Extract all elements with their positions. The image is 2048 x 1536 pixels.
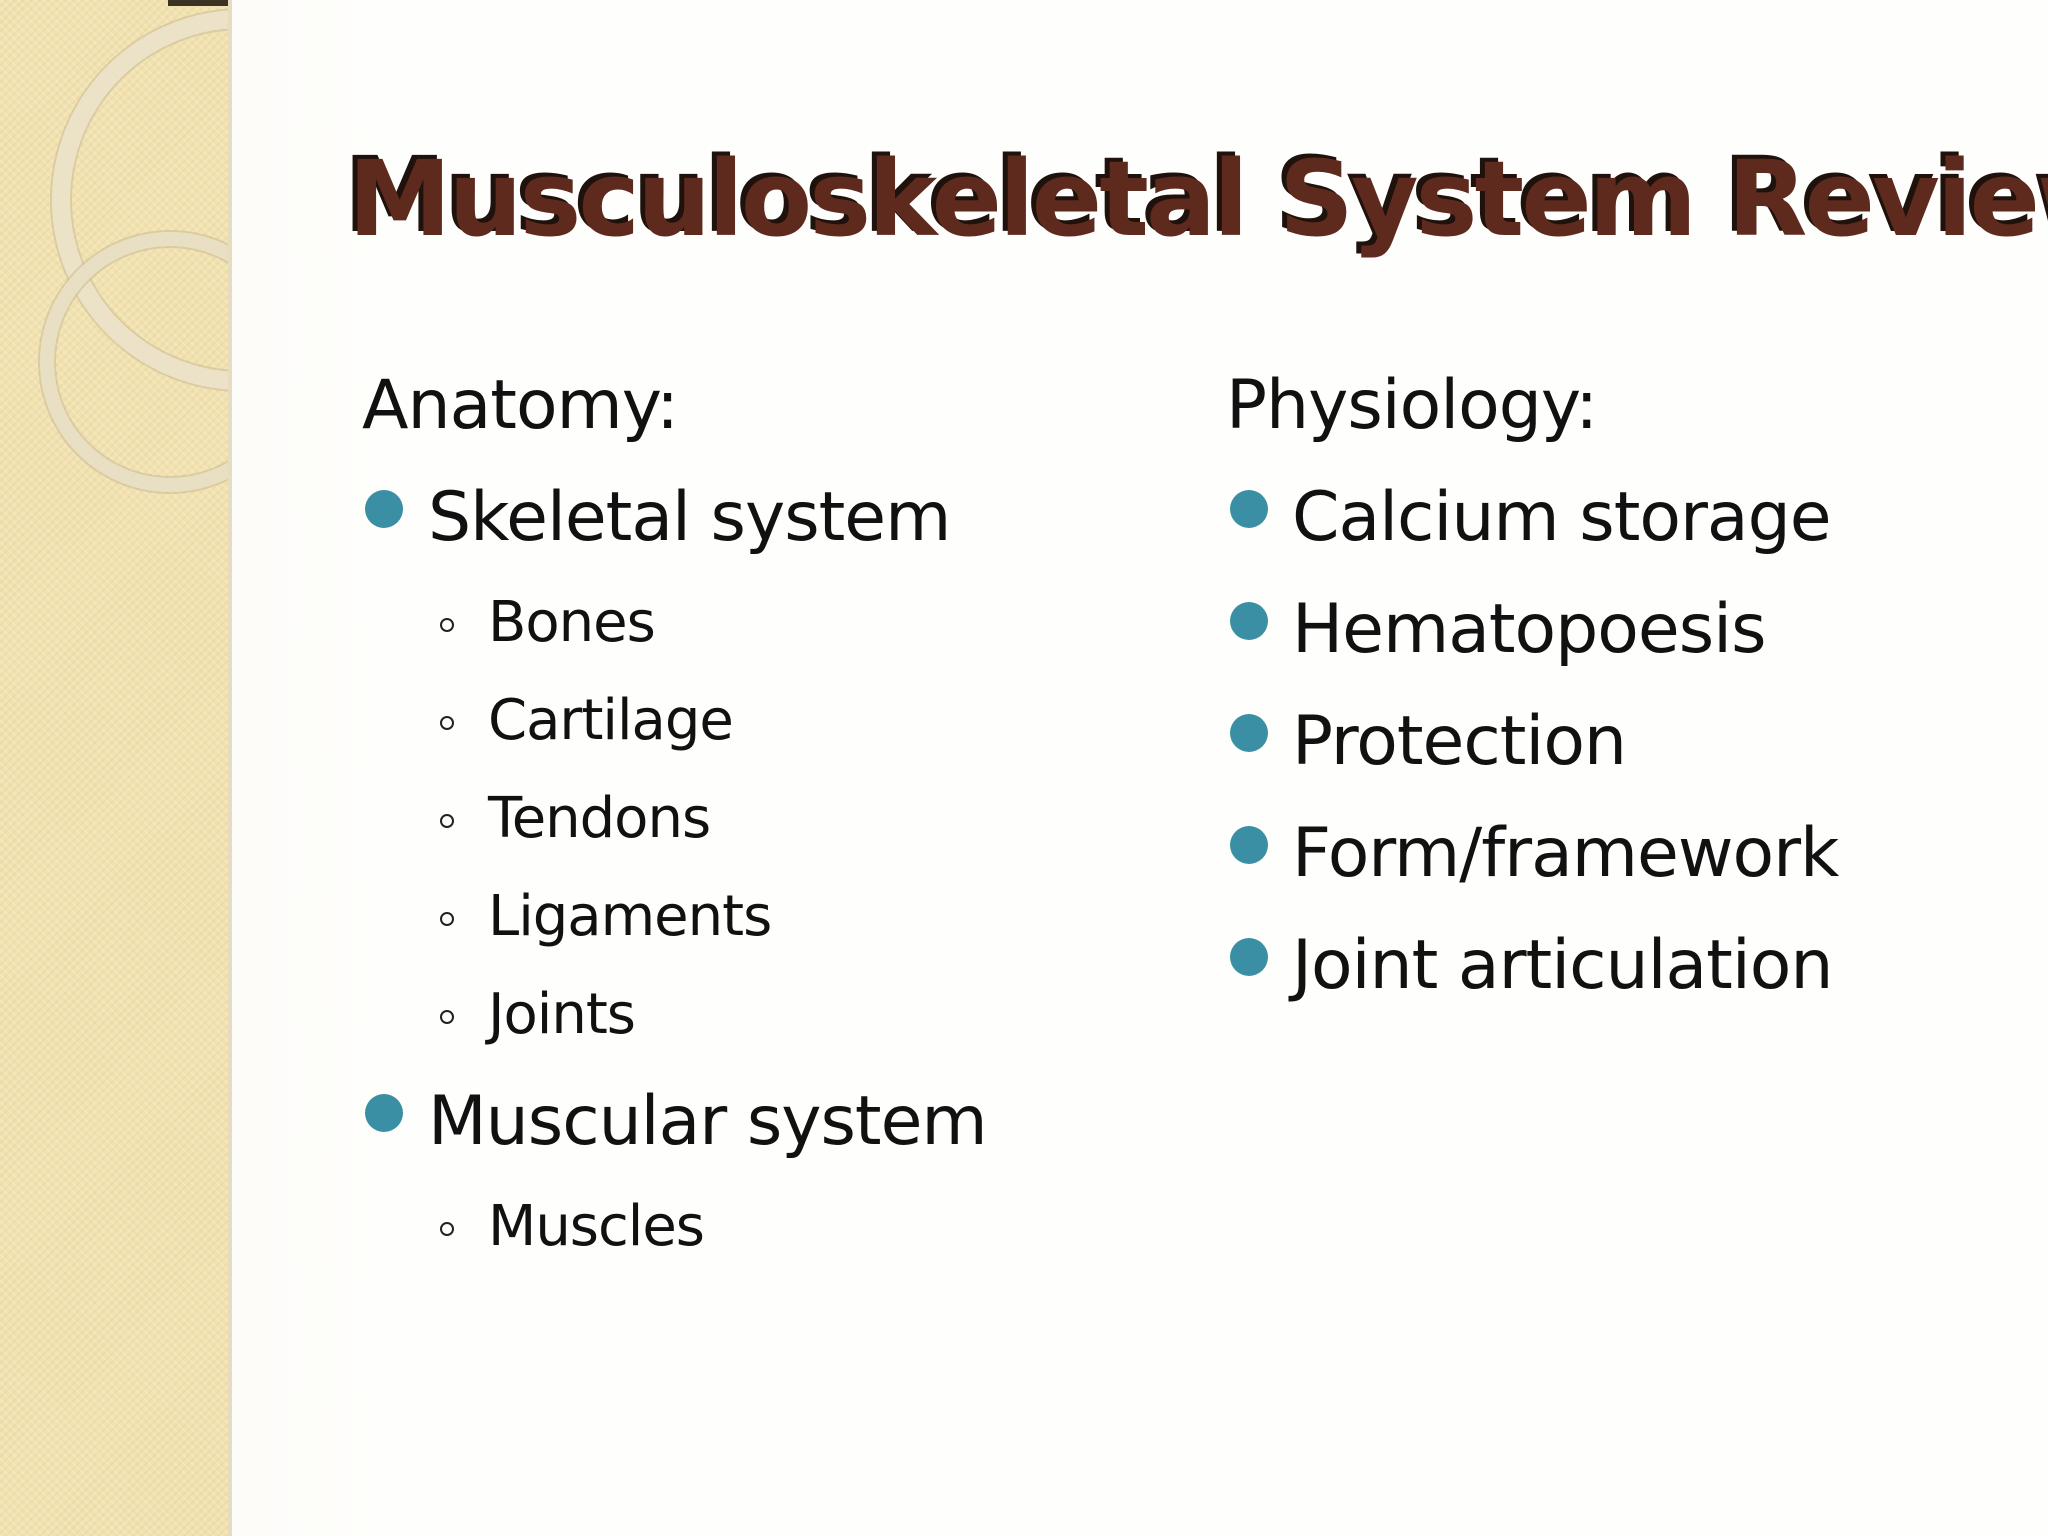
filled-circle-bullet-icon	[1230, 714, 1268, 752]
decorative-side-band	[0, 0, 228, 1536]
column-heading-anatomy: Anatomy:	[362, 366, 679, 445]
bullet-item-hematopoesis: Hematopoesis	[1292, 590, 1766, 669]
bullet-item-joint-articulation: Joint articulation	[1292, 926, 1833, 1005]
column-heading-physiology: Physiology:	[1226, 366, 1598, 445]
hollow-circle-bullet-icon	[440, 814, 454, 828]
filled-circle-bullet-icon	[1230, 826, 1268, 864]
sub-item-tendons: Tendons	[488, 786, 711, 851]
hollow-circle-bullet-icon	[440, 1010, 454, 1024]
bullet-item-protection: Protection	[1292, 702, 1627, 781]
bullet-item-skeletal-system: Skeletal system	[428, 478, 951, 557]
hollow-circle-bullet-icon	[440, 1222, 454, 1236]
sub-item-bones: Bones	[488, 590, 656, 655]
slide-title: Musculoskeletal System Review	[348, 138, 2048, 260]
sub-item-cartilage: Cartilage	[488, 688, 734, 753]
filled-circle-bullet-icon	[1230, 938, 1268, 976]
bullet-item-muscular-system: Muscular system	[428, 1082, 988, 1161]
sub-item-joints: Joints	[488, 982, 636, 1047]
side-band-edge	[228, 0, 232, 1536]
bullet-item-calcium-storage: Calcium storage	[1292, 478, 1832, 557]
hollow-circle-bullet-icon	[440, 716, 454, 730]
sub-item-muscles: Muscles	[488, 1194, 705, 1259]
sub-item-ligaments: Ligaments	[488, 884, 772, 949]
hollow-circle-bullet-icon	[440, 912, 454, 926]
filled-circle-bullet-icon	[365, 490, 403, 528]
corner-accent	[168, 0, 228, 6]
filled-circle-bullet-icon	[365, 1094, 403, 1132]
hollow-circle-bullet-icon	[440, 618, 454, 632]
filled-circle-bullet-icon	[1230, 490, 1268, 528]
filled-circle-bullet-icon	[1230, 602, 1268, 640]
bullet-item-form-framework: Form/framework	[1292, 814, 1839, 893]
